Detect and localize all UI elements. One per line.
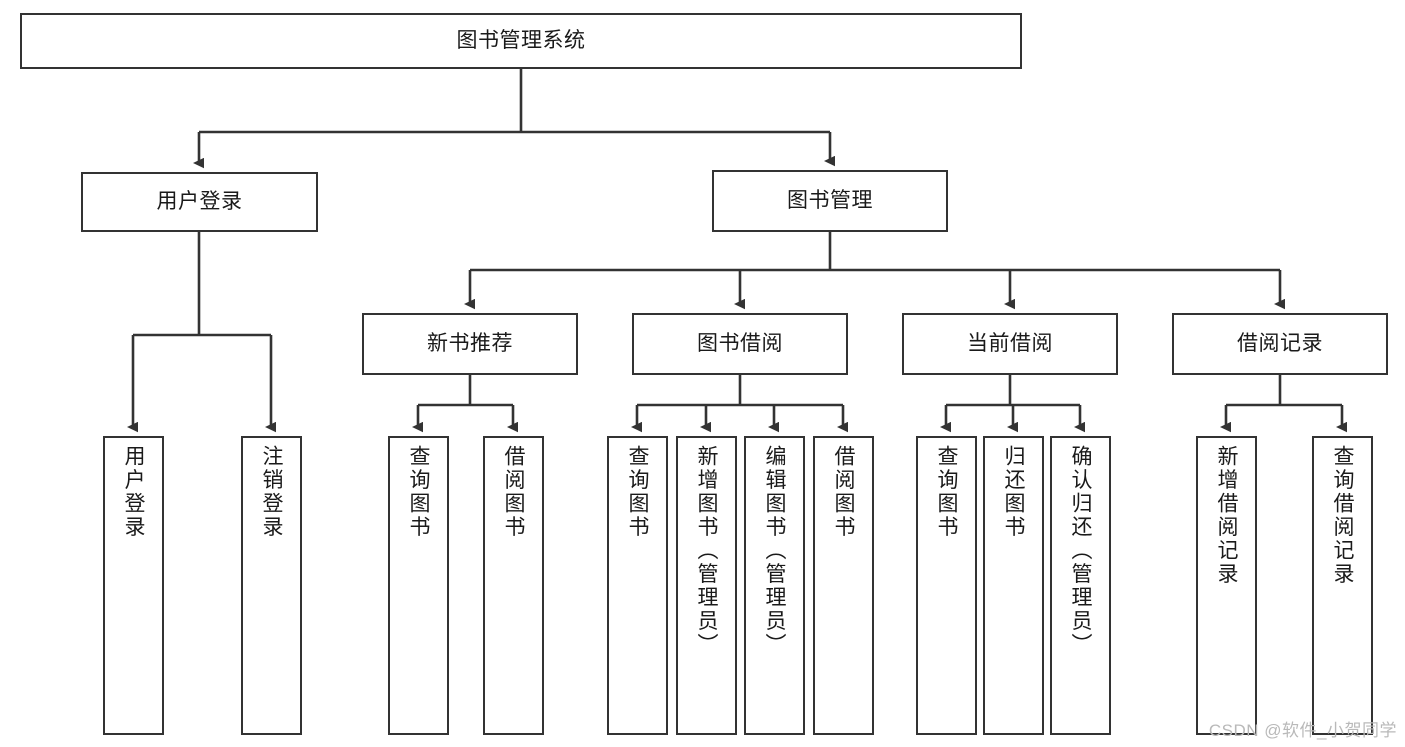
leaf-query-borrow-record[interactable]: 查询借阅记录 [1312,436,1373,735]
node-new-book-recommend[interactable]: 新书推荐 [362,313,578,375]
leaf-confirm-return-admin[interactable]: 确认归还（管理员） [1050,436,1111,735]
leaf-borrow-book-recommend[interactable]: 借阅图书 [483,436,544,735]
node-label: 新增借阅记录 [1215,445,1238,586]
node-label: 编辑图书（管理员） [763,445,786,657]
leaf-borrow-book[interactable]: 借阅图书 [813,436,874,735]
leaf-add-book-admin[interactable]: 新增图书（管理员） [676,436,737,735]
leaf-query-book-borrow[interactable]: 查询图书 [607,436,668,735]
leaf-user-login[interactable]: 用户登录 [103,436,164,735]
csdn-watermark: CSDN @软件_小贺同学 [1208,721,1397,740]
leaf-add-borrow-record[interactable]: 新增借阅记录 [1196,436,1257,735]
node-label: 归还图书 [1002,445,1025,539]
node-book-management[interactable]: 图书管理 [712,170,948,232]
node-label: 图书管理系统 [456,28,586,52]
leaf-logout[interactable]: 注销登录 [241,436,302,735]
node-borrow-record[interactable]: 借阅记录 [1172,313,1388,375]
node-label: 用户登录 [156,189,243,213]
node-current-borrow[interactable]: 当前借阅 [902,313,1118,375]
node-label: 借阅图书 [502,445,525,539]
node-label: 当前借阅 [967,331,1053,355]
node-book-borrow[interactable]: 图书借阅 [632,313,848,375]
node-label: 借阅记录 [1237,331,1323,355]
node-label: 新增图书（管理员） [695,445,718,657]
node-user-login[interactable]: 用户登录 [81,172,318,232]
leaf-edit-book-admin[interactable]: 编辑图书（管理员） [744,436,805,735]
node-label: 新书推荐 [427,331,513,355]
leaf-return-book[interactable]: 归还图书 [983,436,1044,735]
node-label: 图书借阅 [697,331,783,355]
node-label: 注销登录 [260,445,283,539]
node-label: 用户登录 [122,445,145,539]
node-root-book-management-system[interactable]: 图书管理系统 [20,13,1022,69]
node-label: 查询图书 [626,445,649,539]
node-label: 借阅图书 [832,445,855,539]
node-label: 图书管理 [787,188,873,212]
node-label: 查询图书 [407,445,430,539]
node-label: 查询借阅记录 [1331,445,1354,586]
leaf-query-book-recommend[interactable]: 查询图书 [388,436,449,735]
node-label: 确认归还（管理员） [1069,445,1092,657]
node-label: 查询图书 [935,445,958,539]
leaf-query-book-current[interactable]: 查询图书 [916,436,977,735]
